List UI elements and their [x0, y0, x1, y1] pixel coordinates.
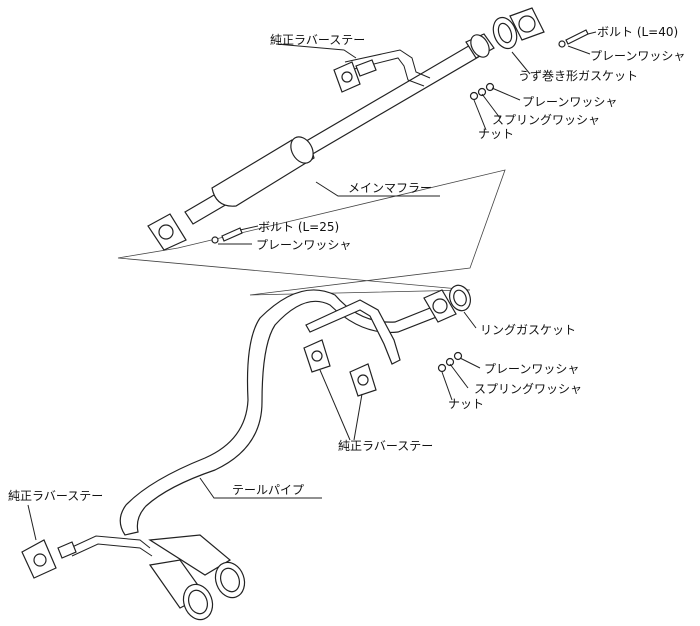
bolt-l25-icon — [211, 227, 243, 244]
label-plain-washer-3: プレーンワッシャ — [256, 238, 351, 252]
label-bolt-l40: ボルト (L=40) — [597, 25, 678, 39]
label-spiral-gasket: うず巻き形ガスケット — [518, 69, 638, 83]
rubber-stay-top-icon — [333, 59, 377, 93]
main-muffler-part — [147, 33, 495, 251]
washer-nut-set-bottom — [437, 351, 463, 373]
label-rubber-stay-left: 純正ラバーステー — [8, 489, 103, 503]
label-tail-pipe: テールパイプ — [232, 483, 304, 497]
rubber-stay-left-icon — [21, 539, 77, 579]
label-rubber-stay-mid: 純正ラバーステー — [338, 439, 433, 453]
label-bolt-l25: ボルト (L=25) — [258, 220, 339, 234]
label-rubber-stay-top: 純正ラバーステー — [270, 33, 365, 47]
label-nut-1: ナット — [478, 127, 514, 141]
label-plain-washer-2: プレーンワッシャ — [522, 95, 617, 109]
label-main-muffler: メインマフラー — [348, 181, 432, 195]
spiral-gasket-part — [492, 16, 518, 50]
assembly-boundary — [117, 169, 506, 296]
label-plain-washer-4: プレーンワッシャ — [484, 362, 579, 376]
washer-nut-set-top — [469, 82, 495, 101]
inlet-flange-part — [509, 7, 545, 41]
leader-lines — [27, 31, 597, 541]
label-ring-gasket: リングガスケット — [480, 323, 576, 337]
tail-pipe-part — [69, 284, 471, 621]
label-plain-washer-1: プレーンワッシャ — [590, 49, 685, 63]
bolt-l40-icon — [558, 29, 589, 48]
label-nut-2: ナット — [448, 397, 484, 411]
rubber-stay-mid-1-icon — [303, 339, 331, 373]
rubber-stay-mid-2-icon — [349, 363, 377, 397]
label-spring-washer-1: スプリングワッシャ — [492, 113, 600, 127]
label-spring-washer-2: スプリングワッシャ — [474, 382, 582, 396]
